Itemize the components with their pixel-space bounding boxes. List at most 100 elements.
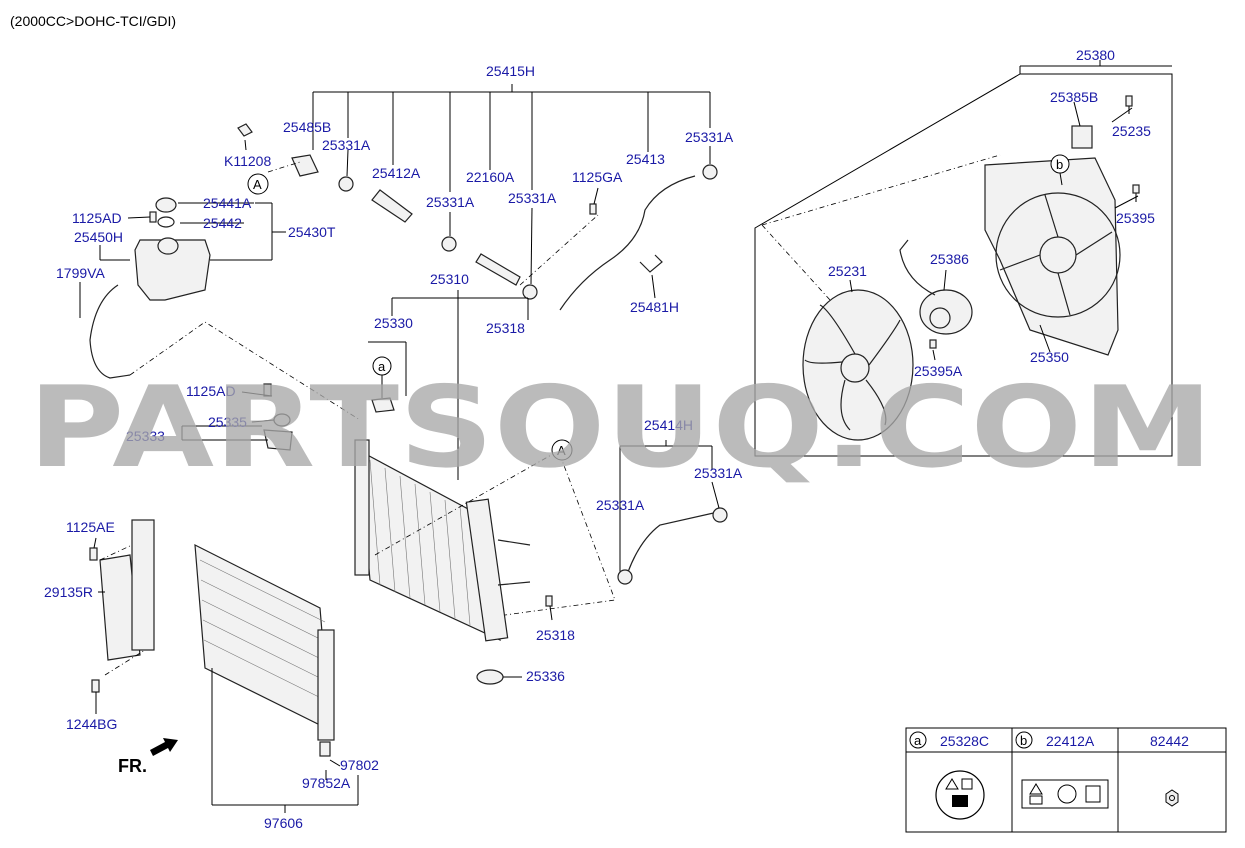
label-25395[interactable]: 25395 xyxy=(1116,210,1155,226)
screw-25395a-icon xyxy=(929,339,937,349)
label-25333[interactable]: 25333 xyxy=(126,428,165,444)
fan-motor xyxy=(899,239,973,335)
bolt-1125ad-icon xyxy=(149,211,157,223)
fan-assembly-frame xyxy=(754,73,1173,457)
label-25386[interactable]: 25386 xyxy=(930,251,969,267)
front-direction-label: FR. xyxy=(118,756,147,776)
bolt-1125ae-icon xyxy=(89,547,98,561)
label-25235[interactable]: 25235 xyxy=(1112,123,1151,139)
clamp-25331a-6-icon xyxy=(712,507,728,523)
insulator-25336-icon xyxy=(476,669,504,685)
reservoir-group xyxy=(79,197,286,379)
clamp-25331a-2-icon xyxy=(441,236,457,252)
label-1125ga[interactable]: 1125GA xyxy=(572,169,623,185)
label-97802[interactable]: 97802 xyxy=(340,757,379,773)
label-25336[interactable]: 25336 xyxy=(526,668,565,684)
label-29135r[interactable]: 29135R xyxy=(44,584,93,600)
label-1125ad-1[interactable]: 1125AD xyxy=(72,210,122,226)
label-25318-1[interactable]: 25318 xyxy=(486,320,525,336)
label-25413[interactable]: 25413 xyxy=(626,151,665,167)
radiator-group: a xyxy=(181,290,553,685)
label-25380[interactable]: 25380 xyxy=(1076,47,1115,63)
label-25412a[interactable]: 25412A xyxy=(372,165,421,181)
label-25481h[interactable]: 25481H xyxy=(630,299,679,315)
label-25310[interactable]: 25310 xyxy=(430,271,469,287)
fitting-25485b xyxy=(291,154,319,177)
legend-a-circle xyxy=(909,731,927,749)
bolt-1244bg-icon xyxy=(91,679,100,693)
fan-shroud xyxy=(984,157,1121,356)
callout-b-text: b xyxy=(1056,157,1063,172)
bracket-29135r xyxy=(99,554,141,661)
label-25450h[interactable]: 25450H xyxy=(74,229,123,245)
clamp-25331a-5-icon xyxy=(617,569,633,585)
label-97606[interactable]: 97606 xyxy=(264,815,303,831)
clip-k11208-icon xyxy=(237,123,253,137)
label-1244bg[interactable]: 1244BG xyxy=(66,716,117,732)
label-1125ad-2[interactable]: 1125AD xyxy=(186,383,236,399)
legend-b-part[interactable]: 22412A xyxy=(1046,733,1095,749)
drier-cap-97852a-icon xyxy=(319,741,331,757)
callout-A-circle-1 xyxy=(247,173,269,195)
label-25331a-4[interactable]: 25331A xyxy=(685,129,734,145)
label-25231[interactable]: 25231 xyxy=(828,263,867,279)
clamp-25331a-1-icon xyxy=(338,176,354,192)
label-25335[interactable]: 25335 xyxy=(208,414,247,430)
alignment-dashes xyxy=(99,154,1001,676)
label-97852a[interactable]: 97852A xyxy=(302,775,351,791)
caution-sticker-icon xyxy=(1021,779,1109,809)
fan-resistor xyxy=(1071,125,1093,149)
overflow-hose xyxy=(89,284,131,379)
o-ring-icon xyxy=(157,216,175,228)
label-25318-2[interactable]: 25318 xyxy=(536,627,575,643)
label-k11208[interactable]: K11208 xyxy=(224,153,271,169)
hose-group-25414h xyxy=(617,440,728,585)
label-25485b[interactable]: 25485B xyxy=(283,119,331,135)
watermark-text: PARTSOUQ.COM xyxy=(28,363,1213,493)
label-25442[interactable]: 25442 xyxy=(203,215,242,231)
label-25330[interactable]: 25330 xyxy=(374,315,413,331)
label-25415h[interactable]: 25415H xyxy=(486,63,535,79)
legend-table: a 25328C b 22412A 82442 xyxy=(905,727,1227,833)
legend-b-mark: b xyxy=(1020,733,1027,748)
label-25331a-2[interactable]: 25331A xyxy=(426,194,475,210)
label-25414h[interactable]: 25414H xyxy=(644,417,693,433)
air-guard-bracket xyxy=(131,519,155,651)
label-25385b[interactable]: 25385B xyxy=(1050,89,1098,105)
label-25441a[interactable]: 25441A xyxy=(203,195,252,211)
drain-25318-icon xyxy=(545,595,553,607)
label-25331a-1[interactable]: 25331A xyxy=(322,137,371,153)
hose-25414 xyxy=(627,511,719,573)
radiator-tank xyxy=(465,498,509,642)
callout-A-circle-2 xyxy=(551,439,573,461)
label-25395a[interactable]: 25395A xyxy=(914,363,963,379)
callout-A-text-1: A xyxy=(253,177,262,192)
bracket-25333 xyxy=(263,429,293,451)
label-25350[interactable]: 25350 xyxy=(1030,349,1069,365)
label-25331a-6[interactable]: 25331A xyxy=(596,497,645,513)
label-22160a[interactable]: 22160A xyxy=(466,169,515,185)
label-25331a-3[interactable]: 25331A xyxy=(508,190,557,206)
receiver-drier xyxy=(317,629,335,741)
callout-A-text-2: A xyxy=(557,443,566,458)
label-1125ae[interactable]: 1125AE xyxy=(66,519,115,535)
clamp-25331a-3-icon xyxy=(522,284,538,300)
screw-25395-icon xyxy=(1132,184,1140,202)
engine-spec-header: (2000CC>DOHC-TCI/GDI) xyxy=(10,13,176,29)
callout-a-small-text: a xyxy=(378,359,386,374)
legend-c-part[interactable]: 82442 xyxy=(1150,733,1189,749)
hose-25412a xyxy=(371,189,413,223)
label-25430t[interactable]: 25430T xyxy=(288,224,336,240)
label-1799va[interactable]: 1799VA xyxy=(56,265,105,281)
pipe-22160a xyxy=(475,253,521,286)
legend-a-part[interactable]: 25328C xyxy=(940,733,989,749)
legend-b-circle xyxy=(1015,731,1033,749)
reservoir-cap-icon xyxy=(155,197,177,213)
label-25331a-5[interactable]: 25331A xyxy=(694,465,743,481)
fan-assembly-group: b xyxy=(754,60,1173,457)
radiator-left-tank xyxy=(354,439,370,576)
warning-label-icon xyxy=(935,770,985,820)
clamp-25331a-4-icon xyxy=(702,164,718,180)
part-labels: 25415H 25485B 25331A 25412A 22160A 25331… xyxy=(44,47,1155,831)
